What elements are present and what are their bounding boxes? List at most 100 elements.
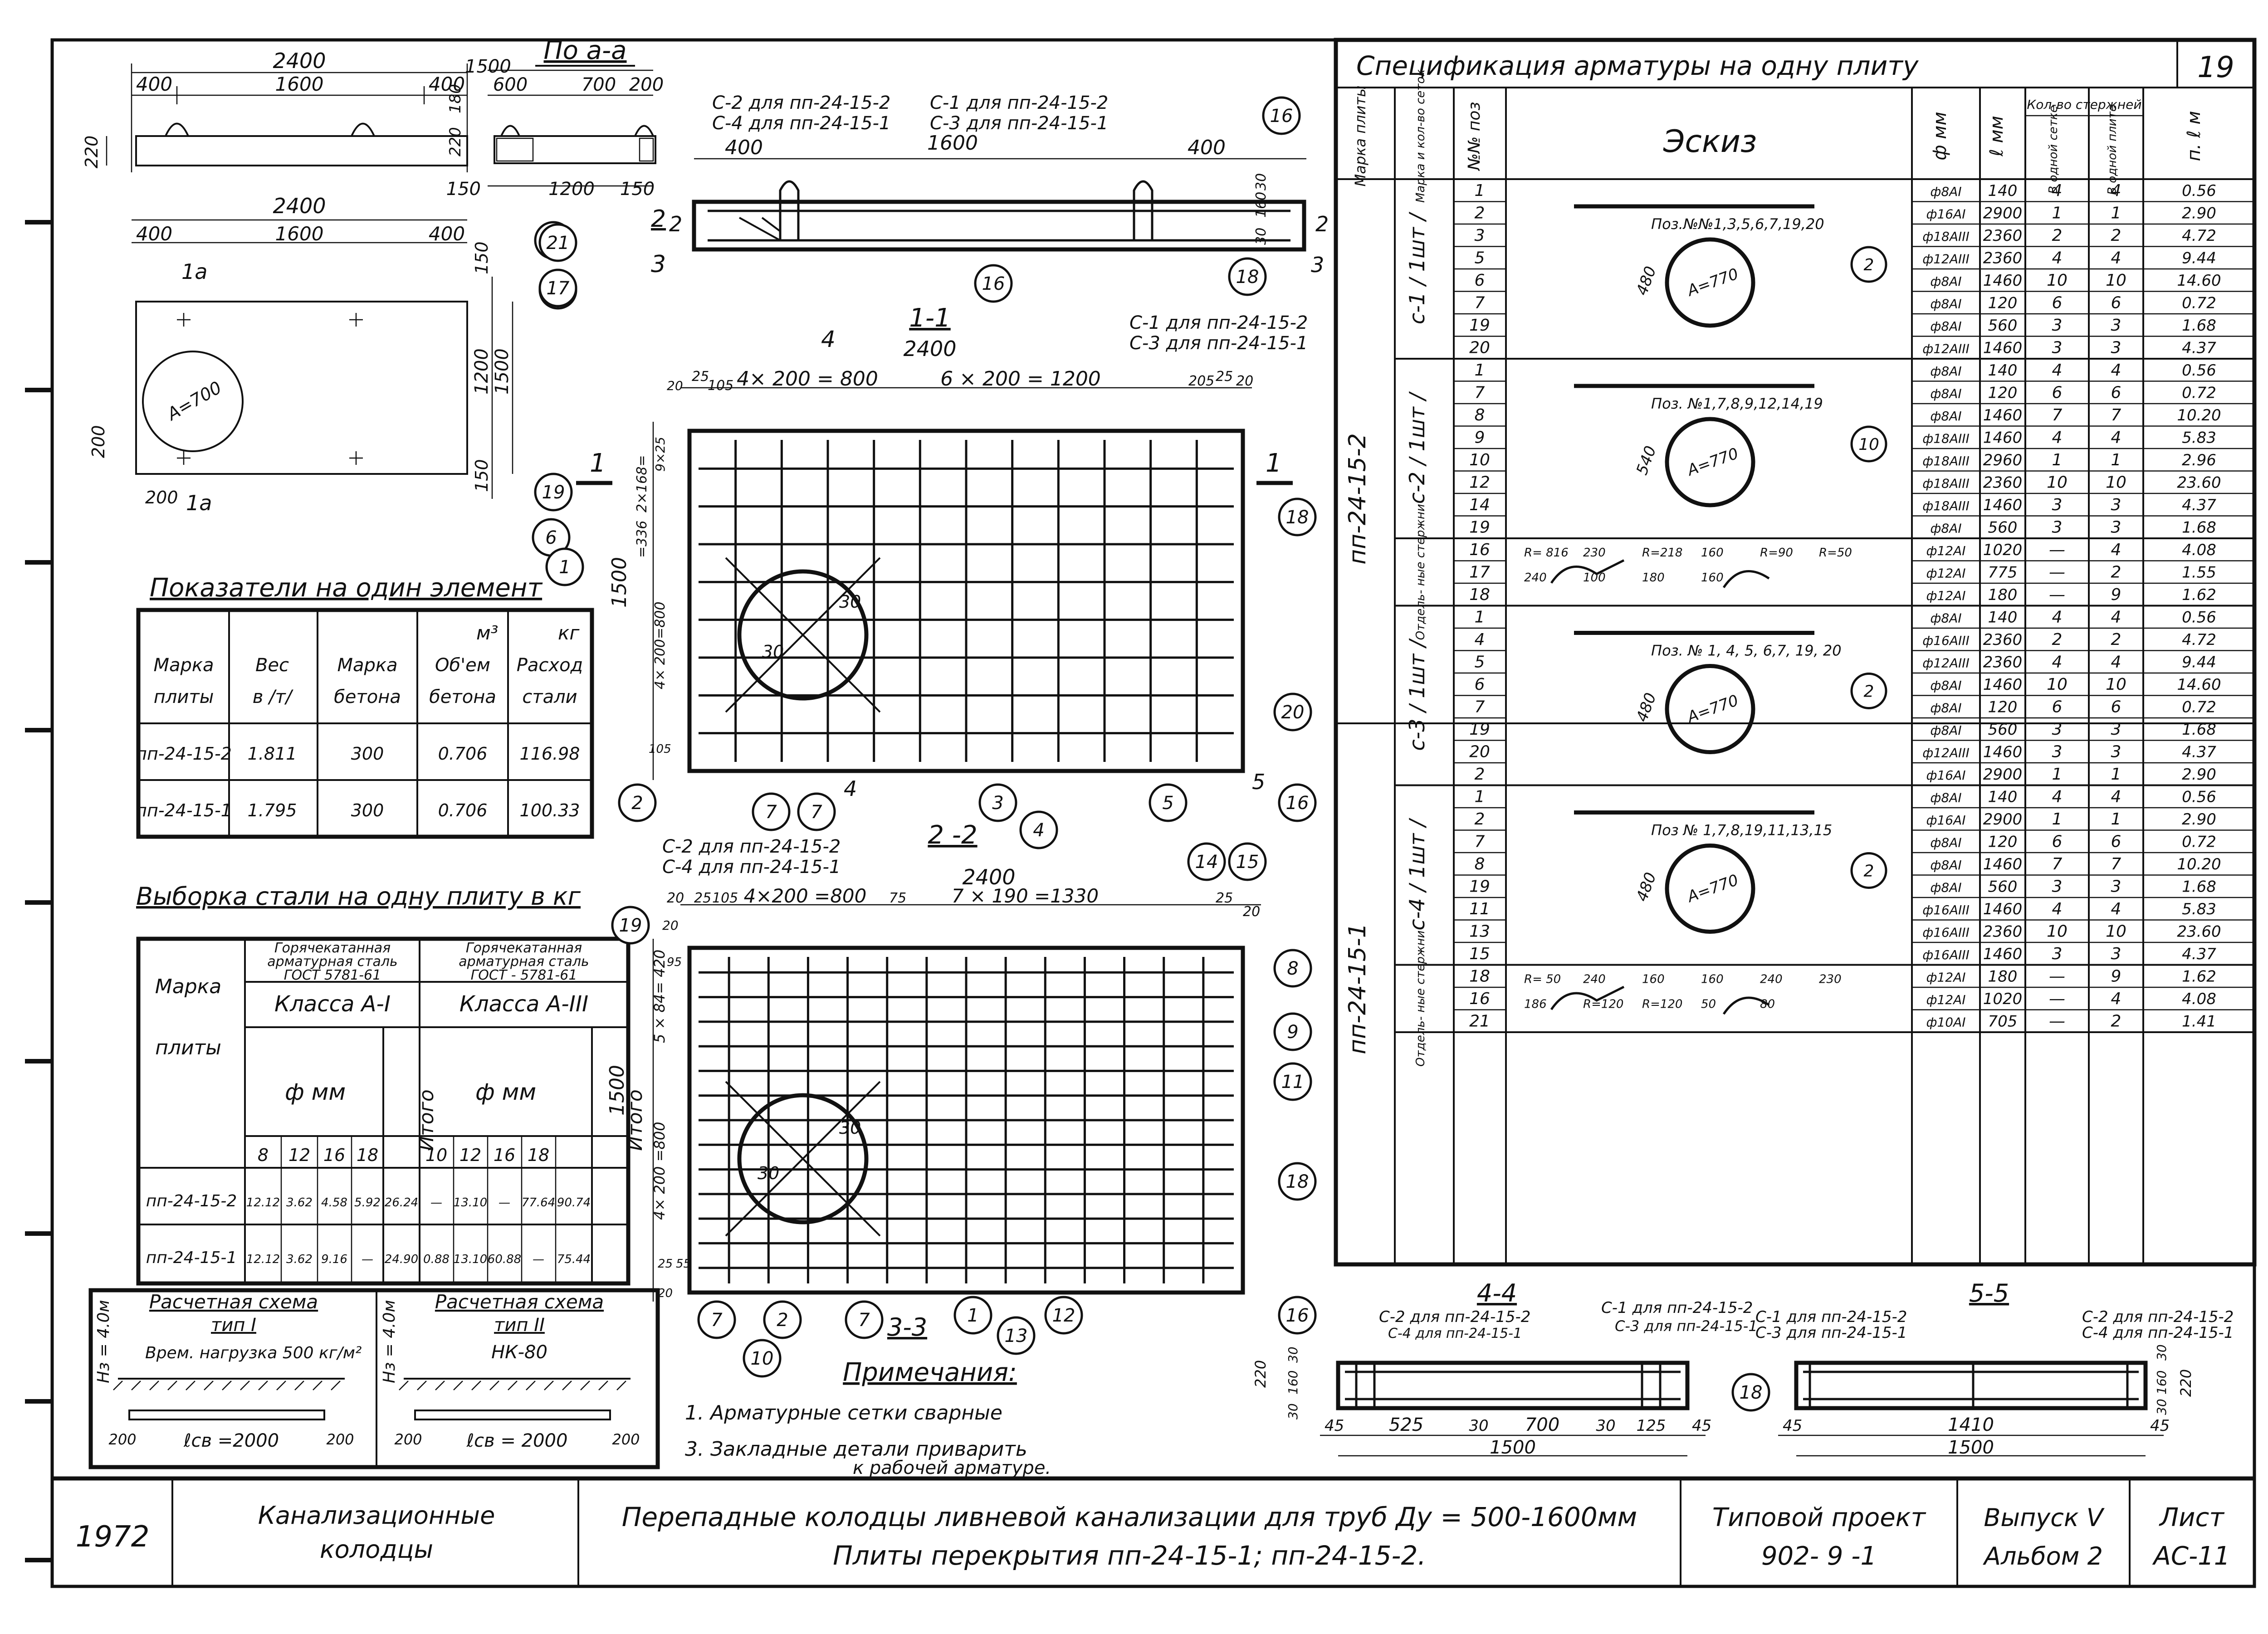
svg-text:6 × 200 = 1200: 6 × 200 = 1200: [940, 367, 1101, 390]
steel-diameter: 12: [288, 1145, 310, 1165]
balloon: [1228, 257, 1267, 296]
indicator-cell: 300: [351, 800, 384, 820]
year: 1972: [76, 1520, 150, 1554]
steel-cell: 26.24: [385, 1196, 418, 1210]
svg-text:45: 45: [1692, 1417, 1711, 1435]
steel-cell: —: [430, 1196, 442, 1210]
spec-qty-plate: 6: [2111, 384, 2121, 402]
steel-diameter: 16: [494, 1145, 515, 1165]
plan-1-1: 1-1 2400 4 С-1 для пп-24-15-2 С-3 для пп…: [576, 303, 1308, 801]
spec-total-length: 5.83: [2182, 429, 2216, 447]
spec-qty-plate: 2: [2111, 563, 2121, 582]
sheet-number-box: 19: [2176, 39, 2255, 88]
balloon-label: 19: [619, 915, 642, 936]
spec-diameter: ф8АI: [1930, 386, 1961, 401]
spec-qty-plate: 6: [2111, 833, 2121, 851]
spec-pos: 19: [1469, 316, 1490, 335]
spec-total-length: 2.90: [2182, 766, 2216, 784]
spec-qty-plate: 3: [2111, 945, 2121, 963]
spec-qty-mesh: 4: [2052, 249, 2063, 268]
bent-bar: [1550, 559, 1625, 584]
svg-text:1410: 1410: [1948, 1415, 1994, 1435]
svg-text:20: 20: [662, 918, 679, 933]
spec-total-length: 4.72: [2182, 631, 2216, 649]
notes-title: Примечания:: [843, 1358, 1017, 1387]
spec-pos: 19: [1469, 720, 1490, 739]
svg-text:АС-11: АС-11: [2152, 1541, 2230, 1571]
svg-text:4×200 =800: 4×200 =800: [744, 885, 867, 907]
balloon: [752, 792, 791, 831]
spec-length: 1460: [1983, 339, 2023, 357]
svg-text:ℓсв =2000: ℓсв =2000: [183, 1430, 279, 1451]
svg-text:160: 160: [1286, 1371, 1300, 1395]
svg-text:1: 1: [1266, 449, 1282, 478]
svg-text:400: 400: [429, 223, 465, 245]
spec-diameter: ф16АI: [1926, 768, 1966, 783]
balloon: [797, 792, 836, 831]
svg-text:400: 400: [429, 73, 465, 95]
spec-pos: 21: [1469, 1012, 1490, 1031]
ring-bar: [1665, 664, 1755, 754]
spec-qty-mesh: 4: [2052, 361, 2063, 380]
balloon: [1273, 1012, 1312, 1051]
ring-dim: 540: [1633, 444, 1660, 478]
spec-diameter: ф12АIII: [1922, 252, 1970, 267]
svg-text:1a: 1a: [186, 491, 212, 515]
svg-text:2: 2: [1315, 212, 1329, 236]
spec-pos: 8: [1475, 855, 1485, 873]
spec-qty-mesh: —: [2049, 541, 2065, 559]
spec-qty-mesh: 3: [2052, 339, 2063, 357]
svg-text:тип I: тип I: [211, 1315, 256, 1336]
spec-length: 2360: [1983, 474, 2023, 492]
svg-text:1500: 1500: [1490, 1437, 1536, 1458]
bend-dim: R=120: [1642, 998, 1682, 1011]
spec-qty-mesh: 1: [2052, 810, 2063, 829]
svg-text:30: 30: [1253, 228, 1269, 245]
spec-qty-plate: 10: [2106, 675, 2126, 694]
svg-text:Марка: Марка: [153, 655, 214, 676]
svg-text:1200: 1200: [471, 348, 492, 395]
spec-length: 2900: [1983, 810, 2023, 829]
spec-diameter: ф16АIII: [1922, 633, 1970, 648]
spec-qty-plate: 9: [2111, 967, 2121, 986]
spec-diameter: ф12АIII: [1922, 341, 1970, 356]
spec-length: 1460: [1983, 676, 2023, 694]
spec-qty-plate: 6: [2111, 698, 2121, 717]
spec-diameter: ф16АIII: [1922, 925, 1970, 940]
bend-dim: 160: [1701, 571, 1724, 585]
spec-diameter: ф8АI: [1930, 297, 1961, 312]
spec-pos: 13: [1469, 922, 1490, 941]
balloon-label: 15: [1236, 852, 1259, 873]
spec-total-length: 0.72: [2182, 384, 2216, 402]
svg-text:25: 25: [1216, 890, 1233, 906]
spec-qty-mesh: 3: [2052, 878, 2063, 896]
spec-qty-plate: 4: [2111, 653, 2121, 672]
spec-qty-mesh: 4: [2052, 653, 2063, 672]
svg-text:С-3 для пп-24-15-1: С-3 для пп-24-15-1: [1129, 333, 1308, 354]
balloon: [545, 547, 584, 586]
steel-cell: —: [362, 1253, 373, 1266]
spec-pos: 18: [1469, 585, 1490, 604]
spec-qty-mesh: 3: [2052, 743, 2063, 761]
spec-total-length: 23.60: [2177, 474, 2221, 492]
indicator-cell: пп-24-15-1: [136, 800, 232, 820]
balloon: [611, 906, 650, 945]
svg-text:Канализационные: Канализационные: [258, 1501, 495, 1530]
svg-text:400: 400: [1188, 136, 1226, 159]
bend-dim: 230: [1583, 546, 1606, 560]
spec-qty-plate: 1: [2111, 765, 2121, 784]
spec-pos: 19: [1469, 518, 1490, 537]
balloon-label: 14: [1195, 852, 1218, 873]
spec-qty-plate: 3: [2111, 496, 2121, 514]
spec-pos: 18: [1469, 967, 1490, 986]
spec-pos: 2: [1475, 810, 1485, 829]
spec-total-length: 1.68: [2182, 317, 2216, 335]
spec-sketch-note: Поз. №1,7,8,9,12,14,19: [1651, 395, 1823, 412]
svg-text:1: 1: [590, 449, 606, 478]
spec-length: 180: [1988, 968, 2018, 986]
steel-cell: 13.10: [454, 1253, 487, 1266]
svg-text:600: 600: [493, 74, 528, 95]
bend-dim: 186: [1524, 998, 1547, 1011]
